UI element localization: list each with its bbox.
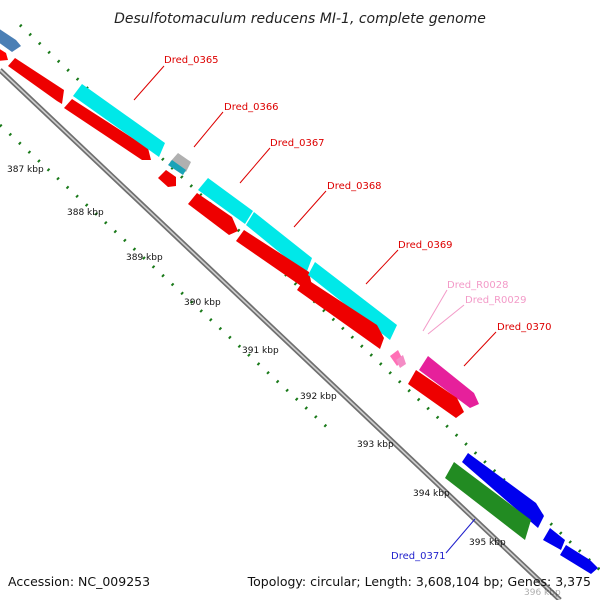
feature-cog-0366[interactable]	[168, 160, 186, 175]
gene-label-dred-0367[interactable]: Dred_0367	[270, 138, 325, 149]
tick-label-393: 393 kbp	[357, 440, 394, 450]
accession-text: Accession: NC_009253	[8, 574, 150, 589]
tick-label-392: 392 kbp	[300, 392, 337, 402]
gene-label-dred-0365[interactable]: Dred_0365	[164, 55, 219, 66]
tick-label-394: 394 kbp	[413, 489, 450, 499]
feature-cds-0372[interactable]	[543, 528, 565, 550]
feature-cog-0369[interactable]	[308, 262, 397, 340]
feature-cds-0368[interactable]	[236, 230, 312, 288]
gene-label-dred-0366[interactable]: Dred_0366	[224, 102, 279, 113]
gene-features	[0, 28, 598, 574]
feature-cds-0373[interactable]	[560, 545, 598, 574]
gene-label-dred-r0028[interactable]: Dred_R0028	[447, 280, 509, 291]
map-title: Desulfotomaculum reducens MI-1, complete…	[114, 11, 486, 27]
gene-label-dred-r0029[interactable]: Dred_R0029	[465, 295, 527, 306]
feature-trna-r0029[interactable]	[396, 355, 406, 368]
genome-backbone	[0, 68, 562, 600]
feature-cds-0371[interactable]	[462, 453, 544, 528]
gene-labels: Dred_0365 Dred_0366 Dred_0367 Dred_0368 …	[164, 55, 552, 562]
tick-label-391: 391 kbp	[242, 346, 279, 356]
tick-label-395: 395 kbp	[469, 538, 506, 548]
feature-cog-0365[interactable]	[73, 84, 165, 157]
feature-cds-0364[interactable]	[8, 58, 64, 104]
feature-cds-0369[interactable]	[297, 278, 384, 349]
tick-label-387: 387 kbp	[7, 165, 44, 175]
feature-cds-partial-top-blue[interactable]	[0, 28, 21, 52]
tick-label-390: 390 kbp	[184, 298, 221, 308]
gene-label-dred-0370[interactable]: Dred_0370	[497, 322, 552, 333]
gene-label-dred-0371[interactable]: Dred_0371	[391, 551, 446, 562]
feature-cds-0365[interactable]	[64, 99, 151, 160]
feature-cds-0366[interactable]	[158, 170, 176, 187]
tick-label-389: 389 kbp	[126, 253, 163, 263]
feature-misc-0366[interactable]	[170, 153, 191, 172]
tick-labels: 387 kbp 388 kbp 389 kbp 390 kbp 391 kbp …	[7, 165, 561, 598]
feature-cds-0367[interactable]	[188, 193, 238, 235]
tick-label-396: 396 kbp	[524, 588, 561, 598]
feature-cds-0370[interactable]	[408, 370, 464, 418]
feature-cog-0371[interactable]	[445, 462, 531, 540]
genome-summary-text: Topology: circular; Length: 3,608,104 bp…	[247, 574, 591, 589]
label-leaders	[133, 65, 497, 554]
gene-label-dred-0368[interactable]: Dred_0368	[327, 181, 382, 192]
feature-cds-partial-top-red[interactable]	[0, 48, 8, 61]
feature-cog-0368[interactable]	[246, 212, 312, 274]
gene-label-dred-0369[interactable]: Dred_0369	[398, 240, 453, 251]
tick-label-388: 388 kbp	[67, 208, 104, 218]
feature-cog-0367[interactable]	[198, 178, 253, 224]
feature-rrna-0370[interactable]	[419, 356, 479, 408]
